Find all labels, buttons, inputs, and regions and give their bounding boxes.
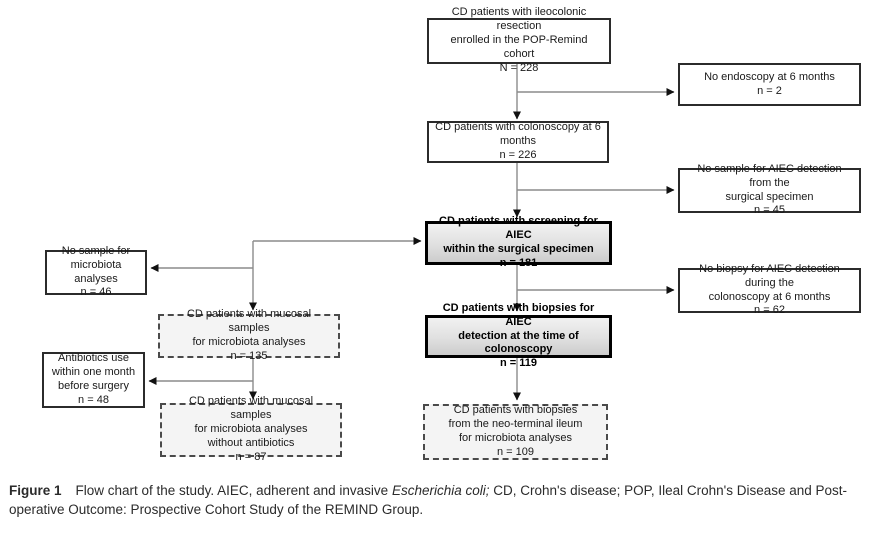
node-colonoscopy-6-months: CD patients with colonoscopy at 6 months… — [427, 121, 609, 163]
figure-caption-text-after: CD, Crohn's disease; POP, Ileal Crohn's … — [9, 483, 848, 517]
node-no-sample-microbiota: No sample for microbiota analyses n = 46 — [45, 245, 147, 298]
node-enrolled-cohort: CD patients with ileocolonic resection e… — [427, 6, 611, 74]
figure-caption: Figure 1 Flow chart of the study. AIEC, a… — [9, 482, 878, 520]
node-biopsies-aiec-colonoscopy: CD patients with biopsies for AIEC detec… — [425, 302, 612, 369]
node-no-biopsy-aiec: No biopsy for AIEC detection during the … — [678, 263, 861, 316]
node-no-sample-aiec: No sample for AIEC detection from the su… — [678, 163, 861, 216]
node-no-endoscopy: No endoscopy at 6 months n = 2 — [678, 63, 861, 106]
node-screening-aiec-surgical: CD patients with screening for AIEC with… — [425, 215, 612, 269]
figure-caption-text: Flow chart of the study. AIEC, adherent … — [75, 483, 392, 498]
node-antibiotics-use: Antibiotics use within one month before … — [42, 352, 145, 408]
node-mucosal-samples: CD patients with mucosal samples for mic… — [158, 308, 340, 362]
node-mucosal-no-antibiotics: CD patients with mucosal samples for mic… — [160, 395, 342, 463]
node-neo-terminal-biopsies: CD patients with biopsies from the neo-t… — [423, 404, 608, 460]
figure-caption-label: Figure 1 — [9, 483, 62, 498]
figure-caption-italic-species: Escherichia coli; — [391, 483, 490, 498]
